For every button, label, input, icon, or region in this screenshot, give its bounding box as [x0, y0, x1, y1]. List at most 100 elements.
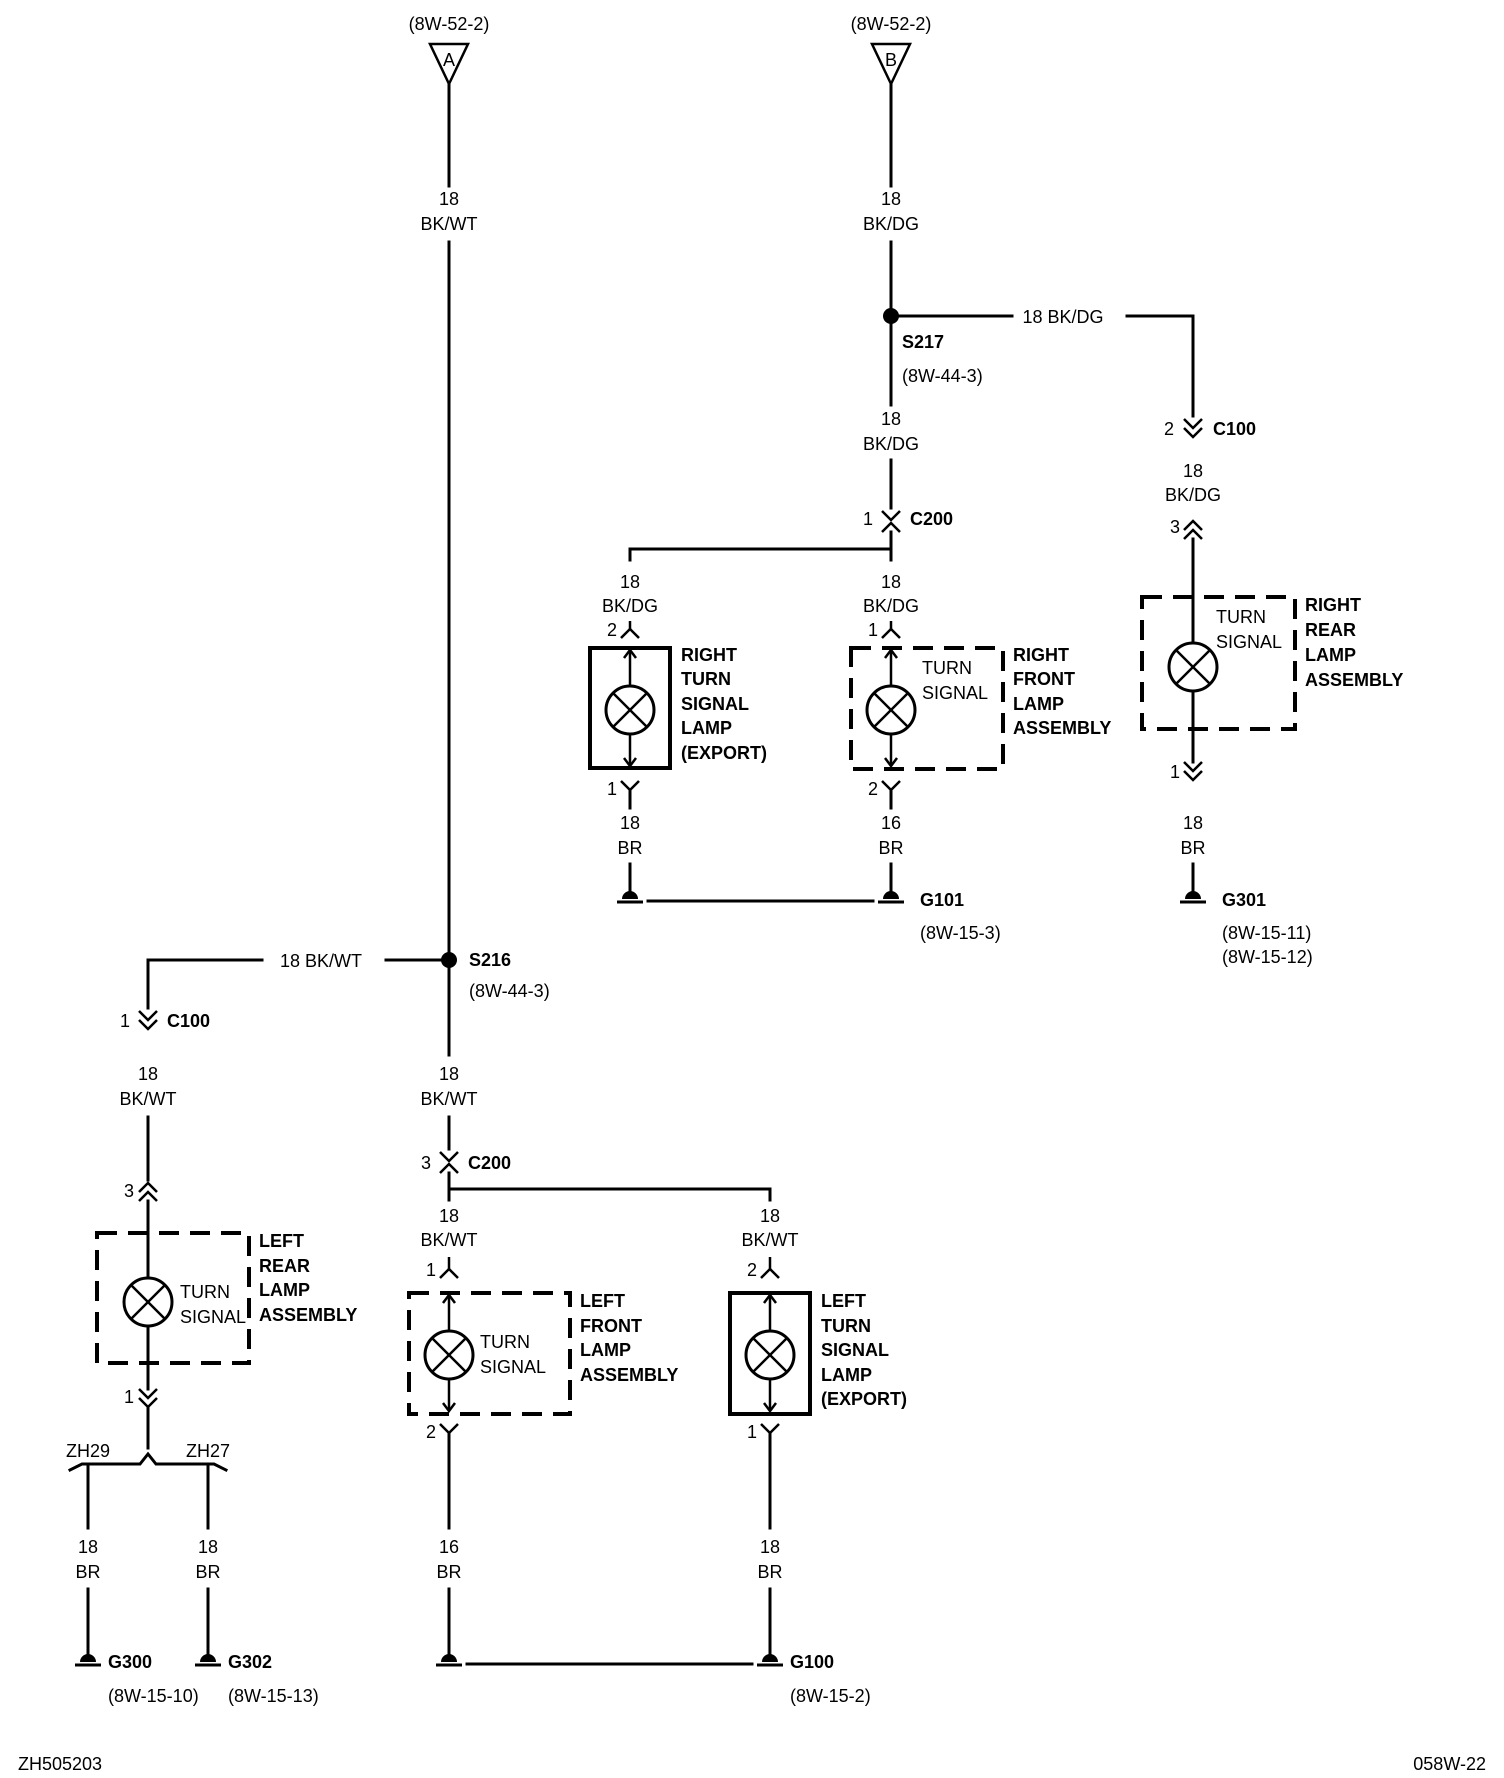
- lf-label-1: LEFT: [580, 1291, 625, 1311]
- left-front-bulb-icon: [423, 1329, 475, 1381]
- rf-pin-in: 1: [868, 620, 878, 640]
- wire-s216-down-color: BK/WT: [421, 1089, 478, 1109]
- splice-s217-ref: (8W-44-3): [902, 366, 983, 386]
- right-rear-lamp-label-2: REAR: [1305, 620, 1356, 640]
- lr-pin-out: 1: [124, 1387, 134, 1407]
- wire-rf-color: BK/DG: [863, 596, 919, 616]
- ltexp-pin-out: 1: [747, 1422, 757, 1442]
- rr-pin-in: 3: [1170, 517, 1180, 537]
- rr-in-chevron-1: [1183, 519, 1203, 531]
- c100-right-chevron-2: [1183, 427, 1203, 439]
- wire-rf-gauge: 18: [881, 572, 901, 592]
- ground-g101-ref: (8W-15-3): [920, 923, 1001, 943]
- wire-s216-down-gauge: 18: [439, 1064, 459, 1084]
- left-rear-bulb-icon: [122, 1276, 174, 1328]
- ltexp-label-4: LAMP: [821, 1365, 872, 1385]
- ltexp-arrow-down: [763, 1402, 777, 1414]
- c200-left-pin: 3: [421, 1153, 431, 1173]
- c100-left-chevron-2: [138, 1019, 158, 1031]
- left-rear-signal-label: SIGNAL: [180, 1307, 246, 1327]
- ltexp-label-1: LEFT: [821, 1291, 866, 1311]
- right-rear-lamp-label-3: LAMP: [1305, 645, 1356, 665]
- rr-out-chevron-2: [1183, 770, 1203, 782]
- lr-pin-in: 3: [124, 1181, 134, 1201]
- ground-g301-name: G301: [1222, 890, 1266, 910]
- wire-rf-gnd-gauge: 16: [881, 813, 901, 833]
- connector-b-letter: B: [885, 50, 897, 70]
- ground-g101-icon: [878, 891, 904, 904]
- wire-rr-color: BK/DG: [1165, 485, 1221, 505]
- wire-rtexp-gnd-color: BR: [617, 838, 642, 858]
- left-rear-turn-label: TURN: [180, 1282, 230, 1302]
- c100-right-pin: 2: [1164, 419, 1174, 439]
- rf-label-4: ASSEMBLY: [1013, 718, 1111, 738]
- ground-g301-ref-1: (8W-15-11): [1222, 923, 1311, 943]
- ltexp-pin-in: 2: [747, 1260, 757, 1280]
- ground-g100-ref: (8W-15-2): [790, 1686, 871, 1706]
- wire-a-color: BK/WT: [421, 214, 478, 234]
- right-front-turn-label: TURN: [922, 658, 972, 678]
- wire-lr-color: BK/WT: [120, 1089, 177, 1109]
- wire-s217-down-gauge: 18: [881, 409, 901, 429]
- c200-right-name: C200: [910, 509, 953, 529]
- ground-g300-name: G300: [108, 1652, 152, 1672]
- lr-label-1: LEFT: [259, 1231, 304, 1251]
- ltexp-label-2: TURN: [821, 1316, 871, 1336]
- rr-pin-out: 1: [1170, 762, 1180, 782]
- rtexp-pin-out: 1: [607, 779, 617, 799]
- right-rear-turn-label: TURN: [1216, 607, 1266, 627]
- right-turn-export-bulb-icon: [604, 684, 656, 736]
- rtexp-label-3: SIGNAL: [681, 694, 749, 714]
- connector-a-triangle: [428, 42, 470, 87]
- rf-pin-out: 2: [868, 779, 878, 799]
- wire-g300-gauge: 18: [78, 1537, 98, 1557]
- c200-right-male: [881, 510, 901, 522]
- c100-right-name: C100: [1213, 419, 1256, 439]
- lr-in-chevron-1: [138, 1181, 158, 1193]
- c100-left-chevron-1: [138, 1010, 158, 1022]
- wire-ltexp-gnd-gauge: 18: [760, 1537, 780, 1557]
- lf-label-3: LAMP: [580, 1340, 631, 1360]
- ltexp-label-5: (EXPORT): [821, 1389, 907, 1409]
- left-rear-lamp-box: [95, 1231, 251, 1365]
- lf-pin-out: 2: [426, 1422, 436, 1442]
- rf-in-connector: [881, 627, 901, 639]
- wire-rr-gnd-color: BR: [1180, 838, 1205, 858]
- left-turn-export-bulb-icon: [744, 1329, 796, 1381]
- wire-lr-gauge: 18: [138, 1064, 158, 1084]
- right-front-bulb-icon: [865, 684, 917, 736]
- rtexp-in-connector: [620, 627, 640, 639]
- wire-rr-gauge: 18: [1183, 461, 1203, 481]
- wire-lf-gnd-gauge: 16: [439, 1537, 459, 1557]
- rtexp-pin-in: 2: [607, 620, 617, 640]
- c200-left-female: [439, 1162, 459, 1174]
- c100-left-name: C100: [167, 1011, 210, 1031]
- ground-g301-icon: [1180, 891, 1206, 904]
- c200-right-pin: 1: [863, 509, 873, 529]
- lf-label-4: ASSEMBLY: [580, 1365, 678, 1385]
- lr-label-4: ASSEMBLY: [259, 1305, 357, 1325]
- splice-s216-ref: (8W-44-3): [469, 981, 550, 1001]
- rtexp-label-5: (EXPORT): [681, 743, 767, 763]
- wire-lf-gnd-color: BR: [436, 1562, 461, 1582]
- right-rear-signal-label: SIGNAL: [1216, 632, 1282, 652]
- ground-g300-icon: [75, 1654, 101, 1667]
- right-front-lamp-box: [849, 646, 1005, 771]
- rf-label-2: FRONT: [1013, 669, 1075, 689]
- ground-g100-name: G100: [790, 1652, 834, 1672]
- rtexp-label-2: TURN: [681, 669, 731, 689]
- right-rear-bulb-icon: [1167, 641, 1219, 693]
- footer-left-code: ZH505203: [18, 1754, 102, 1774]
- lr-label-2: REAR: [259, 1256, 310, 1276]
- c100-right-chevron-1: [1183, 418, 1203, 430]
- wire-ltexp-color: BK/WT: [742, 1230, 799, 1250]
- wire-ltexp-gauge: 18: [760, 1206, 780, 1226]
- wire-b-gauge: 18: [881, 189, 901, 209]
- lr-out-chevron-1: [138, 1388, 158, 1400]
- ref-b-label: (8W-52-2): [851, 14, 932, 34]
- wire-g300-color: BR: [75, 1562, 100, 1582]
- wire-a-gauge: 18: [439, 189, 459, 209]
- ground-rtexp-icon: [617, 891, 643, 904]
- wire-s216-left-label: 18 BK/WT: [280, 951, 362, 971]
- rtexp-label-4: LAMP: [681, 718, 732, 738]
